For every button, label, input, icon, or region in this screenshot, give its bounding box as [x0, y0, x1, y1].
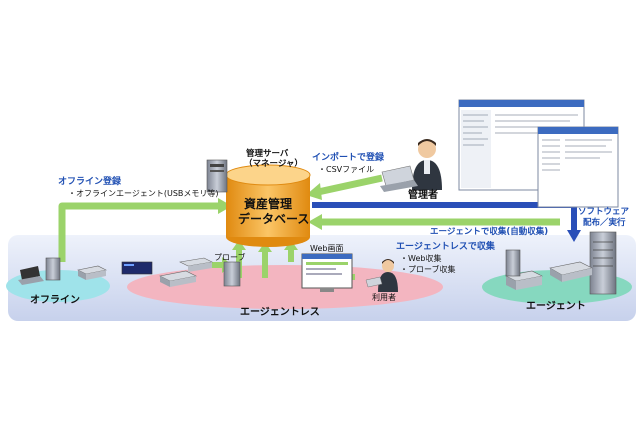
server-icon	[206, 159, 228, 193]
server-title: 管理サーバ	[246, 149, 289, 159]
server-subtitle: （マネージャ）	[244, 159, 303, 169]
agentless-collect-item1: ・Web収集	[400, 254, 442, 263]
db-label-line2: データベース	[238, 212, 310, 226]
offline-devices-icon	[18, 257, 107, 285]
web-screen-label: Web画面	[310, 244, 344, 253]
user-label: 利用者	[372, 293, 396, 302]
offline-arrow	[58, 202, 220, 262]
admin-person-icon	[412, 139, 442, 190]
agent-collect-arrow-head	[308, 214, 322, 230]
software-line2: 配布／実行	[583, 218, 626, 228]
rack-server-icon	[505, 231, 617, 295]
user-person-icon	[365, 259, 398, 292]
probe-label: プローブ	[214, 253, 246, 262]
import-heading: インポートで登録	[312, 153, 385, 163]
software-distribution-arrow-head	[567, 230, 581, 242]
admin-label: 管理者	[408, 190, 438, 201]
database-icon	[225, 164, 311, 247]
agent-collect-label: エージェントで収集(自動収集)	[430, 227, 549, 237]
import-detail: ・CSVファイル	[318, 165, 375, 174]
laptop-icon	[380, 165, 418, 192]
offline-heading: オフライン登録	[58, 177, 122, 187]
offline-detail: ・オフラインエージェント(USBメモリ等)	[68, 189, 219, 198]
agentless-collect-heading: エージェントレスで収集	[396, 242, 495, 252]
offline-zone-label: オフライン	[30, 295, 80, 306]
agentless-devices-icon	[121, 257, 241, 287]
agent-zone-label: エージェント	[526, 301, 586, 312]
db-label-line1: 資産管理	[244, 197, 293, 211]
offline-arrow-head	[218, 198, 232, 214]
agentless-zone-label: エージェントレス	[240, 307, 320, 318]
agentless-collect-item2: ・プローブ収集	[400, 265, 456, 274]
software-line1: ソフトウェア	[578, 207, 630, 217]
screenshot-window-icon	[458, 99, 619, 208]
agentless-zone-ellipse	[127, 265, 443, 309]
web-screen-monitor-icon	[301, 253, 353, 292]
import-arrow	[317, 174, 383, 196]
